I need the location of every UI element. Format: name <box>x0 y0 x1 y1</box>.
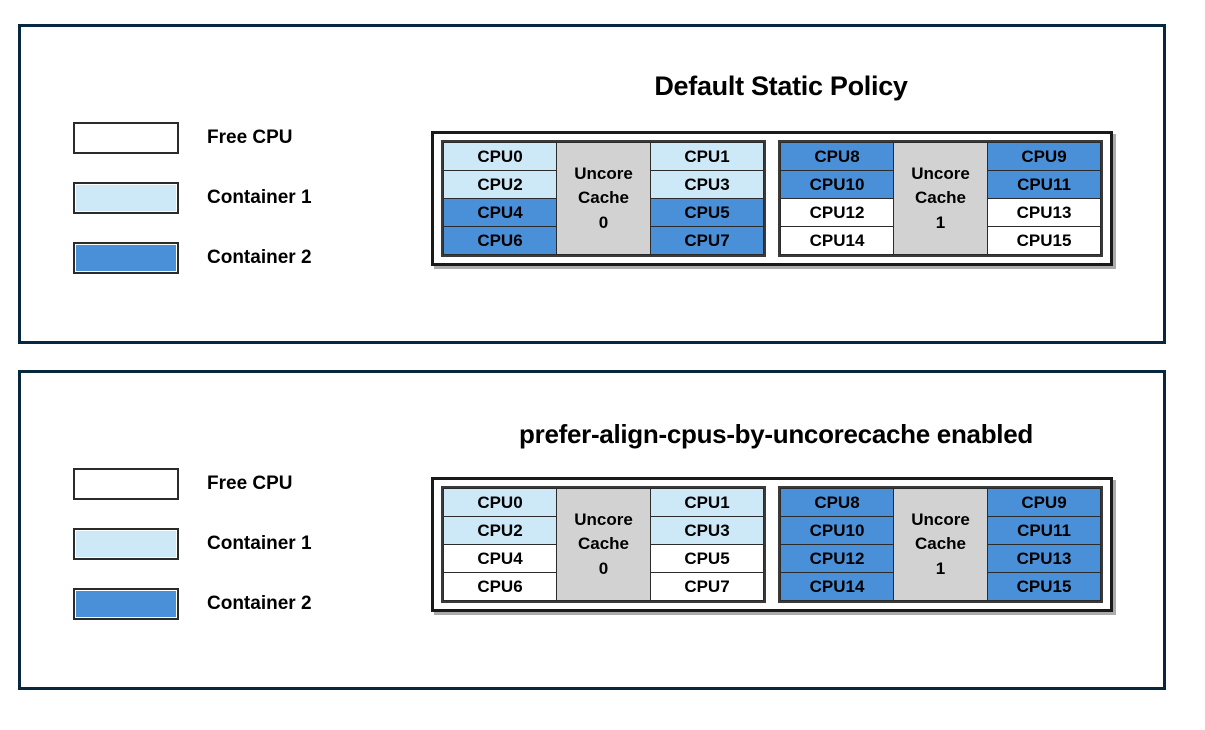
cpu-column-right: CPU1 CPU3 CPU5 CPU7 <box>650 488 764 601</box>
legend-swatch-container-2 <box>73 588 179 620</box>
cpu-cell: CPU1 <box>650 142 764 171</box>
panel-prefer-align-cpus-by-uncorecache: prefer-align-cpus-by-uncorecache enabled… <box>18 370 1166 690</box>
cpu-cell: CPU11 <box>987 516 1101 545</box>
uncore-cache-index: 1 <box>935 558 946 578</box>
uncore-cache-line-2: Cache <box>577 534 630 554</box>
cpu-cell: CPU3 <box>650 516 764 545</box>
legend-label-container-2: Container 2 <box>207 247 312 268</box>
cpu-cell: CPU14 <box>780 572 894 601</box>
legend-swatch-free-cpu <box>73 468 179 500</box>
legend-swatch-container-1 <box>73 182 179 214</box>
legend-item-container-1: Container 1 <box>73 527 312 561</box>
page-title: prefer-align-cpus-by-uncorecache enabled <box>519 419 1033 449</box>
cpu-cell: CPU2 <box>443 170 557 199</box>
cpu-column-right: CPU9 CPU11 CPU13 CPU15 <box>987 488 1101 601</box>
cpu-cell: CPU13 <box>987 544 1101 573</box>
page-title: Default Static Policy <box>654 71 908 101</box>
uncore-cache-block: Uncore Cache 1 <box>893 488 988 601</box>
cpu-cell: CPU2 <box>443 516 557 545</box>
uncore-cache-line-1: Uncore <box>911 510 970 530</box>
cpu-column-left: CPU0 CPU2 CPU4 CPU6 <box>443 142 557 255</box>
cpu-cell: CPU6 <box>443 572 557 601</box>
socket-uncore-cache-0: CPU0 CPU2 CPU4 CPU6 Uncore Cache 0 CPU1 … <box>441 140 766 257</box>
uncore-cache-index: 0 <box>598 212 609 232</box>
uncore-cache-block: Uncore Cache 1 <box>893 142 988 255</box>
cpu-cell: CPU7 <box>650 226 764 255</box>
socket-uncore-cache-1: CPU8 CPU10 CPU12 CPU14 Uncore Cache 1 CP… <box>778 140 1103 257</box>
socket-uncore-cache-0: CPU0 CPU2 CPU4 CPU6 Uncore Cache 0 CPU1 … <box>441 486 766 603</box>
legend-label-container-1: Container 1 <box>207 187 312 208</box>
legend-item-free-cpu: Free CPU <box>73 467 312 501</box>
cpu-cell: CPU11 <box>987 170 1101 199</box>
uncore-cache-block: Uncore Cache 0 <box>556 488 651 601</box>
uncore-cache-line-2: Cache <box>577 188 630 208</box>
cpu-cell: CPU10 <box>780 516 894 545</box>
uncore-cache-line-1: Uncore <box>911 164 970 184</box>
socket-uncore-cache-1: CPU8 CPU10 CPU12 CPU14 Uncore Cache 1 CP… <box>778 486 1103 603</box>
cpu-cell: CPU14 <box>780 226 894 255</box>
legend-label-free-cpu: Free CPU <box>207 473 293 494</box>
cpu-cell: CPU15 <box>987 226 1101 255</box>
legend-label-free-cpu: Free CPU <box>207 127 293 148</box>
legend-swatch-container-2 <box>73 242 179 274</box>
cpu-column-left: CPU8 CPU10 CPU12 CPU14 <box>780 488 894 601</box>
legend-label-container-1: Container 1 <box>207 533 312 554</box>
cpu-cell: CPU9 <box>987 488 1101 517</box>
cpu-cell: CPU0 <box>443 142 557 171</box>
uncore-cache-line-2: Cache <box>914 534 967 554</box>
legend: Free CPU Container 1 Container 2 <box>73 121 312 301</box>
cpu-cell: CPU6 <box>443 226 557 255</box>
uncore-cache-line-1: Uncore <box>574 164 633 184</box>
uncore-cache-line-2: Cache <box>914 188 967 208</box>
cpu-topology-diagram: CPU0 CPU2 CPU4 CPU6 Uncore Cache 0 CPU1 … <box>431 131 1113 266</box>
cpu-cell: CPU5 <box>650 198 764 227</box>
legend-swatch-free-cpu <box>73 122 179 154</box>
cpu-cell: CPU12 <box>780 198 894 227</box>
cpu-cell: CPU5 <box>650 544 764 573</box>
uncore-cache-index: 1 <box>935 212 946 232</box>
legend-item-free-cpu: Free CPU <box>73 121 312 155</box>
cpu-cell: CPU10 <box>780 170 894 199</box>
legend-item-container-2: Container 2 <box>73 241 312 275</box>
cpu-cell: CPU12 <box>780 544 894 573</box>
cpu-cell: CPU13 <box>987 198 1101 227</box>
uncore-cache-index: 0 <box>598 558 609 578</box>
cpu-cell: CPU3 <box>650 170 764 199</box>
cpu-cell: CPU8 <box>780 142 894 171</box>
cpu-column-left: CPU8 CPU10 CPU12 CPU14 <box>780 142 894 255</box>
legend-swatch-container-1 <box>73 528 179 560</box>
cpu-cell: CPU0 <box>443 488 557 517</box>
cpu-column-right: CPU1 CPU3 CPU5 CPU7 <box>650 142 764 255</box>
legend-item-container-1: Container 1 <box>73 181 312 215</box>
cpu-topology-diagram: CPU0 CPU2 CPU4 CPU6 Uncore Cache 0 CPU1 … <box>431 477 1113 612</box>
cpu-cell: CPU8 <box>780 488 894 517</box>
legend: Free CPU Container 1 Container 2 <box>73 467 312 647</box>
uncore-cache-block: Uncore Cache 0 <box>556 142 651 255</box>
cpu-column-right: CPU9 CPU11 CPU13 CPU15 <box>987 142 1101 255</box>
cpu-column-left: CPU0 CPU2 CPU4 CPU6 <box>443 488 557 601</box>
cpu-cell: CPU1 <box>650 488 764 517</box>
cpu-cell: CPU9 <box>987 142 1101 171</box>
panel-default-static-policy: Default Static Policy Free CPU Container… <box>18 24 1166 344</box>
cpu-cell: CPU4 <box>443 198 557 227</box>
cpu-cell: CPU15 <box>987 572 1101 601</box>
legend-label-container-2: Container 2 <box>207 593 312 614</box>
cpu-cell: CPU7 <box>650 572 764 601</box>
cpu-cell: CPU4 <box>443 544 557 573</box>
uncore-cache-line-1: Uncore <box>574 510 633 530</box>
legend-item-container-2: Container 2 <box>73 587 312 621</box>
